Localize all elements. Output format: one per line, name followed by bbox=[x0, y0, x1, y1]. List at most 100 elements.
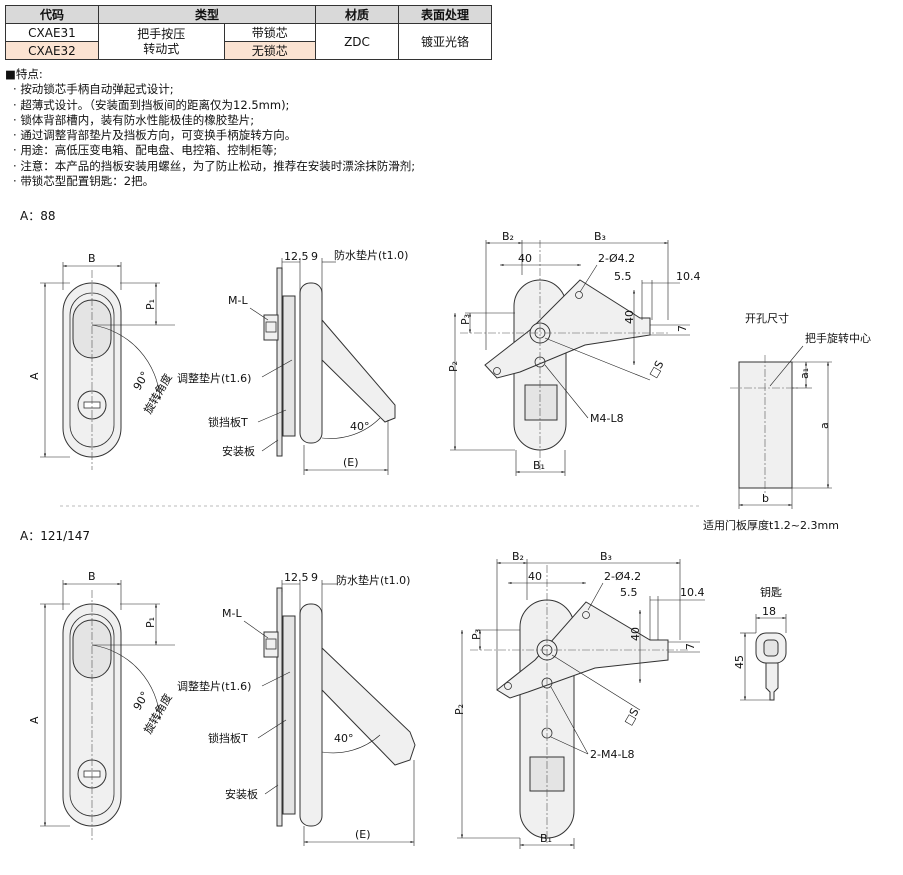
dim-E: (E) bbox=[355, 828, 371, 841]
dim-B: B bbox=[88, 252, 96, 265]
back-view-1: B₂ B₃ 40 2-Ø4.2 5.5 10.4 40 7 P₃ P₂ □S M… bbox=[447, 230, 701, 476]
latch-plate bbox=[484, 279, 651, 379]
key-blade bbox=[765, 662, 779, 701]
front-view-2: B A P₁ 90° 旋转角度 bbox=[28, 570, 175, 840]
dim-B2: B₂ bbox=[502, 230, 514, 243]
type-with-lock: 带锁芯 bbox=[223, 23, 317, 42]
feature-item: 用途：高低压变电箱、配电盘、电控箱、控制柜等; bbox=[13, 143, 415, 158]
dim-5-5: 5.5 bbox=[620, 586, 638, 599]
angle-90: 90° bbox=[131, 369, 152, 392]
dim-S: □S bbox=[647, 358, 667, 380]
header-material: 材质 bbox=[315, 5, 399, 24]
mounting-plate bbox=[276, 587, 283, 827]
window bbox=[524, 384, 558, 421]
header-code: 代码 bbox=[5, 5, 99, 24]
features-title: ■特点: bbox=[5, 67, 43, 81]
section1-label: A：88 bbox=[20, 209, 56, 223]
gasket-label: 防水垫片(t1.0) bbox=[336, 573, 410, 587]
adj-label: 调整垫片(t1.6) bbox=[177, 371, 251, 385]
feature-item: 超薄式设计。（安装面到挡板间的距离仅为12.5mm); bbox=[13, 98, 415, 113]
plate-label: 安装板 bbox=[225, 787, 258, 801]
rotation-center-label: 把手旋转中心 bbox=[805, 331, 871, 345]
dim-B3: B₃ bbox=[600, 550, 612, 563]
gasket-label: 防水垫片(t1.0) bbox=[334, 248, 408, 262]
body-side bbox=[282, 295, 296, 437]
key-title: 钥匙 bbox=[760, 585, 782, 599]
dim-B2: B₂ bbox=[512, 550, 524, 563]
dim-P3: P₃ bbox=[459, 314, 472, 325]
dim-B1: B₁ bbox=[540, 832, 552, 845]
header-type: 类型 bbox=[98, 5, 316, 24]
key-height: 45 bbox=[733, 655, 746, 669]
dim-9: 9 bbox=[311, 250, 318, 263]
code-cxae32: CXAE32 bbox=[5, 41, 99, 60]
dim-12-5: 12.5 bbox=[284, 250, 309, 263]
material-cell: ZDC bbox=[315, 23, 399, 60]
hole-1 bbox=[582, 611, 590, 619]
dim-7: 7 bbox=[684, 643, 697, 650]
angle-40: 40° bbox=[334, 732, 354, 745]
feature-item: 按动锁芯手柄自动弹起式设计; bbox=[13, 82, 415, 97]
hole-2 bbox=[504, 682, 512, 690]
m4-label: 2-M4-L8 bbox=[590, 748, 635, 761]
adj-label: 调整垫片(t1.6) bbox=[177, 679, 251, 693]
cutout-rect bbox=[738, 361, 793, 489]
handle-side bbox=[299, 282, 323, 444]
dim-40: 40 bbox=[518, 252, 532, 265]
dim-b: b bbox=[762, 492, 769, 505]
stop-label: 锁挡板T bbox=[208, 731, 248, 745]
dim-10-4: 10.4 bbox=[680, 586, 705, 599]
dim-P1: P₁ bbox=[144, 299, 157, 310]
dim-A: A bbox=[28, 716, 41, 724]
handle-side bbox=[299, 603, 323, 827]
dim-40v: 40 bbox=[629, 627, 642, 641]
cutout-view: 开孔尺寸 把手旋转中心 a₁ a b 适用门板厚度t1.2~2.3mm bbox=[703, 311, 871, 532]
dim-P1: P₁ bbox=[144, 617, 157, 628]
dim-a: a bbox=[818, 422, 831, 429]
dim-B: B bbox=[88, 570, 96, 583]
front-view-1: B A P₁ 90° 旋转角度 bbox=[28, 252, 175, 470]
dim-P2: P₂ bbox=[447, 361, 460, 372]
key-view: 钥匙 18 45 bbox=[733, 585, 787, 701]
dim-A: A bbox=[28, 372, 41, 380]
hole-spec: 2-Ø4.2 bbox=[598, 252, 635, 265]
dim-P3: P₃ bbox=[470, 629, 483, 640]
section2-label: A：121/147 bbox=[20, 529, 91, 543]
finish-cell: 镀亚光铬 bbox=[398, 23, 492, 60]
body-side bbox=[282, 615, 296, 815]
dim-40v: 40 bbox=[623, 310, 636, 324]
m4-label: M4-L8 bbox=[590, 412, 624, 425]
feature-item: 注意：本产品的挡板安装用螺丝，为了防止松动，推荐在安装时漂涂抹防滑剂; bbox=[13, 159, 415, 174]
dim-5-5: 5.5 bbox=[614, 270, 632, 283]
feature-item: 带锁芯型配置钥匙：2把。 bbox=[13, 174, 415, 189]
hole-1 bbox=[575, 291, 583, 299]
features-list: ■特点: 按动锁芯手柄自动弹起式设计; 超薄式设计。（安装面到挡板间的距离仅为1… bbox=[5, 67, 415, 189]
stop-label: 锁挡板T bbox=[208, 415, 248, 429]
stop-bolt bbox=[263, 631, 279, 658]
ml-label: M-L bbox=[228, 294, 248, 307]
dim-B3: B₃ bbox=[594, 230, 606, 243]
handle-open bbox=[321, 646, 416, 766]
type-line1: 把手按压 bbox=[137, 26, 186, 41]
angle-90: 90° bbox=[131, 689, 152, 712]
handle-open bbox=[321, 318, 396, 423]
dim-10-4: 10.4 bbox=[676, 270, 701, 283]
ml-label: M-L bbox=[222, 607, 242, 620]
side-view-1: 12.5 9 防水垫片(t1.0) M-L 调整垫片(t1.6) 锁挡板T 安装… bbox=[177, 248, 408, 475]
dim-7: 7 bbox=[676, 325, 689, 332]
back-view-2: B₂ B₃ 40 2-Ø4.2 5.5 10.4 40 7 P₃ P₂ □S 2… bbox=[453, 550, 705, 849]
angle-40: 40° bbox=[350, 420, 370, 433]
hole-2 bbox=[493, 367, 501, 375]
stop-bolt bbox=[263, 314, 279, 341]
side-view-2: 12.5 9 防水垫片(t1.0) M-L 调整垫片(t1.6) 锁挡板T 安装… bbox=[177, 571, 416, 846]
type-no-lock: 无锁芯 bbox=[223, 41, 317, 60]
thickness-note: 适用门板厚度t1.2~2.3mm bbox=[703, 518, 839, 532]
key-width: 18 bbox=[762, 605, 776, 618]
mounting-plate bbox=[276, 267, 283, 457]
dim-a1: a₁ bbox=[798, 368, 811, 379]
plate-label: 安装板 bbox=[222, 444, 255, 458]
feature-item: 锁体背部槽内，装有防水性能极佳的橡胶垫片; bbox=[13, 113, 415, 128]
dim-12-5: 12.5 bbox=[284, 571, 309, 584]
feature-item: 通过调整背部垫片及挡板方向，可变换手柄旋转方向。 bbox=[13, 128, 415, 143]
